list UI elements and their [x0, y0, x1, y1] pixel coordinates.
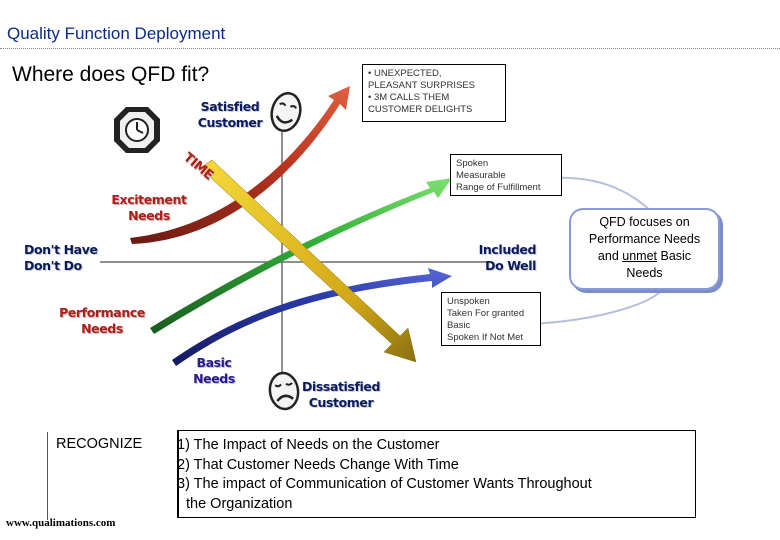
clock-icon — [114, 107, 160, 153]
performance-needs-label: Performance Needs — [54, 305, 150, 337]
note-line: Unspoken — [447, 296, 490, 307]
label-line: Performance — [59, 305, 145, 320]
label-line: Customer — [197, 115, 263, 130]
label-line: Needs — [81, 321, 123, 336]
recognize-item: 2) That Customer Needs Change With Time — [177, 456, 459, 473]
recognize-item: 3) The impact of Communication of Custom… — [177, 476, 592, 492]
qfd-focus-bubble: QFD focuses on Performance Needs and unm… — [569, 208, 720, 290]
bubble-line: and unmet Basic — [575, 248, 714, 265]
label-line: Do Well — [485, 258, 536, 273]
basic-curve — [172, 268, 452, 366]
note-line: PLEASANT SURPRISES — [368, 80, 476, 91]
dont-have-label: Don't Have Don't Do — [24, 242, 98, 274]
happy-mask-icon — [270, 92, 302, 132]
bubble-text: and — [597, 249, 623, 263]
delight-note: • UNEXPECTED, PLEASANT SURPRISES • 3M CA… — [362, 64, 506, 122]
label-line: Satisfied — [200, 99, 260, 114]
bubble-text: Basic — [657, 249, 692, 263]
label-line: Customer — [308, 395, 374, 410]
recognize-item: 1) The Impact of Needs on the Customer — [177, 437, 440, 453]
header-divider — [0, 48, 780, 49]
note-line: • UNEXPECTED, — [368, 68, 442, 79]
sad-mask-icon — [268, 371, 300, 411]
recognize-box — [177, 430, 696, 518]
label-line: Basic — [196, 355, 232, 370]
recognize-list: 1) The Impact of Needs on the Customer 2… — [177, 436, 592, 514]
spoken-note: Spoken Measurable Range of Fulfillment — [450, 154, 562, 196]
bubble-line: Performance Needs — [588, 232, 701, 246]
connector-bottom — [531, 291, 661, 325]
excitement-needs-label: Excitement Needs — [108, 192, 190, 224]
note-line: Taken For granted — [447, 308, 525, 319]
label-line: Don't Have — [24, 242, 98, 257]
note-line: Range of Fulfillment — [456, 182, 541, 193]
dissatisfied-customer-label: Dissatisfied Customer — [302, 379, 380, 411]
unspoken-note: Unspoken Taken For granted Basic Spoken … — [441, 292, 541, 346]
recognize-label: RECOGNIZE — [56, 436, 143, 452]
note-line: Measurable — [456, 170, 506, 181]
left-divider — [47, 432, 48, 520]
included-label: Included Do Well — [478, 242, 537, 274]
note-line: Spoken If Not Met — [447, 332, 524, 343]
performance-curve — [150, 178, 452, 334]
bubble-line: Needs — [626, 266, 663, 280]
header-title: Quality Function Deployment — [7, 24, 226, 43]
note-line: • 3M CALLS THEM — [368, 92, 450, 103]
bubble-underlined-text: unmet — [622, 249, 658, 263]
label-line: Needs — [128, 208, 170, 223]
label-line: Dissatisfied — [302, 379, 381, 394]
page-subtitle: Where does QFD fit? — [12, 63, 210, 86]
label-line: Needs — [193, 371, 235, 386]
note-line: Spoken — [456, 158, 489, 169]
bubble-line: QFD focuses on — [599, 215, 690, 229]
basic-needs-label: Basic Needs — [186, 355, 242, 387]
label-line: Excitement — [111, 192, 187, 207]
label-line: Don't Do — [24, 258, 82, 273]
footer-website: www.qualimations.com — [6, 517, 116, 529]
satisfied-customer-label: Satisfied Customer — [195, 99, 265, 131]
label-line: Included — [478, 242, 537, 257]
note-line: CUSTOMER DELIGHTS — [368, 104, 473, 115]
time-arrow — [199, 159, 417, 363]
recognize-item: the Organization — [186, 495, 293, 512]
note-line: Basic — [447, 320, 471, 331]
